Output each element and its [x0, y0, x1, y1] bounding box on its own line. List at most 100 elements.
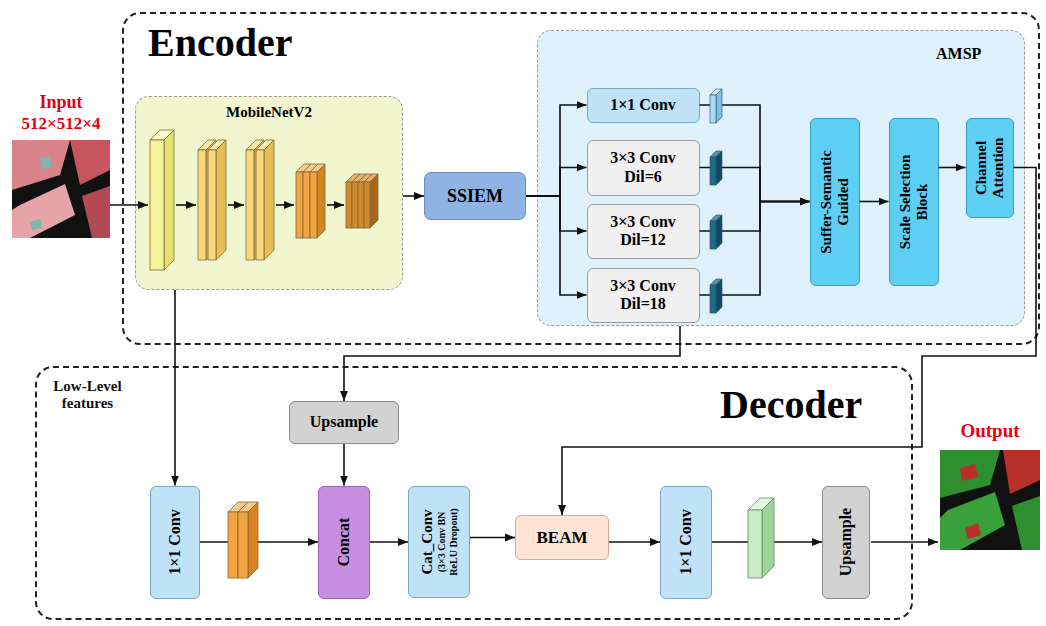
conv-box: 1×1 Conv: [150, 486, 200, 599]
conv-box-text: 1×1 Conv: [610, 96, 676, 114]
rotated-text-holder: Concat: [335, 492, 353, 592]
feature-slab: [208, 150, 216, 260]
feature-slab: [370, 174, 378, 228]
flow-connector: [939, 167, 966, 169]
flow-arrow: [110, 204, 148, 206]
image-patch: [1012, 496, 1040, 550]
feature-slab: [246, 150, 254, 260]
output-image: [940, 450, 1040, 550]
ssiem-box-text: SSIEM: [447, 186, 503, 207]
beam-box: BEAM: [515, 515, 609, 560]
label-holder: Input: [6, 92, 116, 113]
flow-arrow: [276, 204, 294, 206]
attention-block-text: Suffer-Semantic Guided: [817, 132, 852, 272]
rotated-text-holder: Cat_Conv(3×3 Conv BN ReLU Dropout): [419, 502, 459, 582]
low-level-label: Low-Level features: [40, 378, 135, 413]
cat-conv-box: Cat_Conv(3×3 Conv BN ReLU Dropout): [408, 486, 470, 598]
feature-slab: [310, 172, 317, 238]
flow-connector: [526, 168, 587, 197]
flow-connector: [200, 541, 318, 543]
attention-block-text: Scale Selection Block: [896, 142, 931, 262]
flow-connector: [860, 201, 889, 203]
output-label: Output: [940, 420, 1040, 442]
feature-slab: [710, 221, 716, 249]
feature-slab: [164, 130, 174, 270]
image-ground: [940, 450, 1040, 550]
image-patch: [1003, 450, 1040, 494]
flow-connector: [609, 541, 660, 543]
image-patch: [82, 186, 110, 238]
concat-box-text: Concat: [335, 492, 353, 592]
flow-arrow: [176, 204, 196, 206]
flow-arrow: [228, 204, 244, 206]
branch-features: [710, 89, 722, 313]
decoder-region: DecoderUpsample1×1 ConvConcatCat_Conv(3×…: [35, 366, 913, 620]
rotated-text-holder: 1×1 Conv: [166, 492, 184, 592]
label-holder: Output: [940, 420, 1040, 442]
image-patch: [12, 140, 70, 190]
input-image: [12, 140, 110, 238]
image-patch: [12, 184, 75, 238]
flow-arrow: [327, 204, 344, 206]
conv-box-text: 1×1 Conv: [677, 492, 695, 592]
attention-block: Suffer-Semantic Guided: [810, 118, 860, 286]
input-size-label: 512×512×4: [6, 114, 116, 134]
flow-connector: [526, 105, 587, 196]
feature-slab: [710, 285, 716, 313]
cat-conv-box-text: Cat_Conv: [419, 502, 436, 582]
flow-connector: [370, 541, 408, 543]
label-holder: Low-Level features: [40, 378, 135, 413]
feature-slab: [317, 164, 325, 238]
feature-slab: [254, 140, 264, 260]
image-patch: [70, 140, 110, 185]
feature-slab: [716, 89, 722, 123]
image-patch: [940, 492, 1005, 550]
flow-connector: [700, 202, 810, 296]
upsample-box: Upsample: [289, 401, 399, 444]
flow-connector: [470, 537, 515, 539]
feature-slab: [216, 140, 226, 260]
attention-block-text: Channel Attention: [972, 128, 1007, 208]
feature-slab: [716, 215, 722, 249]
dilated-conv-box-text: 3×3 Conv Dil=6: [601, 149, 685, 186]
feature-slab: [716, 279, 722, 313]
feature-slab: [248, 502, 258, 578]
dilated-conv-box: 3×3 Conv Dil=12: [587, 204, 700, 259]
beam-box-text: BEAM: [537, 528, 588, 548]
attention-block: Scale Selection Block: [889, 118, 939, 286]
image-patch: [940, 450, 1000, 498]
decoder-features: [748, 498, 774, 578]
feature-slab: [264, 140, 274, 260]
decoder-features: [228, 502, 258, 578]
rotated-text-holder: Scale Selection Block: [896, 142, 931, 262]
feature-slab: [710, 95, 716, 123]
feature-slab: [748, 510, 762, 578]
ssiem-box: SSIEM: [424, 172, 526, 220]
image-patch: [960, 464, 978, 481]
upsample-box: Upsample: [822, 486, 870, 599]
attention-block: Channel Attention: [966, 118, 1014, 218]
feature-slab: [364, 182, 370, 228]
conv-box: 1×1 Conv: [587, 88, 700, 123]
feature-slab: [150, 140, 164, 270]
dilated-conv-box: 3×3 Conv Dil=6: [587, 140, 700, 196]
feature-slab: [198, 150, 206, 260]
flow-connector: [526, 196, 587, 295]
dilated-conv-box: 3×3 Conv Dil=18: [587, 268, 700, 323]
flow-connector: [403, 195, 424, 197]
cat-conv-box-detail: (3×3 Conv BN ReLU Dropout): [436, 502, 459, 582]
flow-connector: [562, 168, 1036, 516]
feature-slab: [303, 172, 310, 238]
flow-arrow: [871, 541, 938, 543]
rotated-text-holder: Channel Attention: [972, 128, 1007, 208]
feature-slab: [346, 182, 352, 228]
upsample-box-text: Upsample: [837, 492, 855, 592]
feature-slab: [228, 512, 238, 578]
rotated-text-holder: Upsample: [837, 492, 855, 592]
feature-slab: [716, 151, 722, 185]
